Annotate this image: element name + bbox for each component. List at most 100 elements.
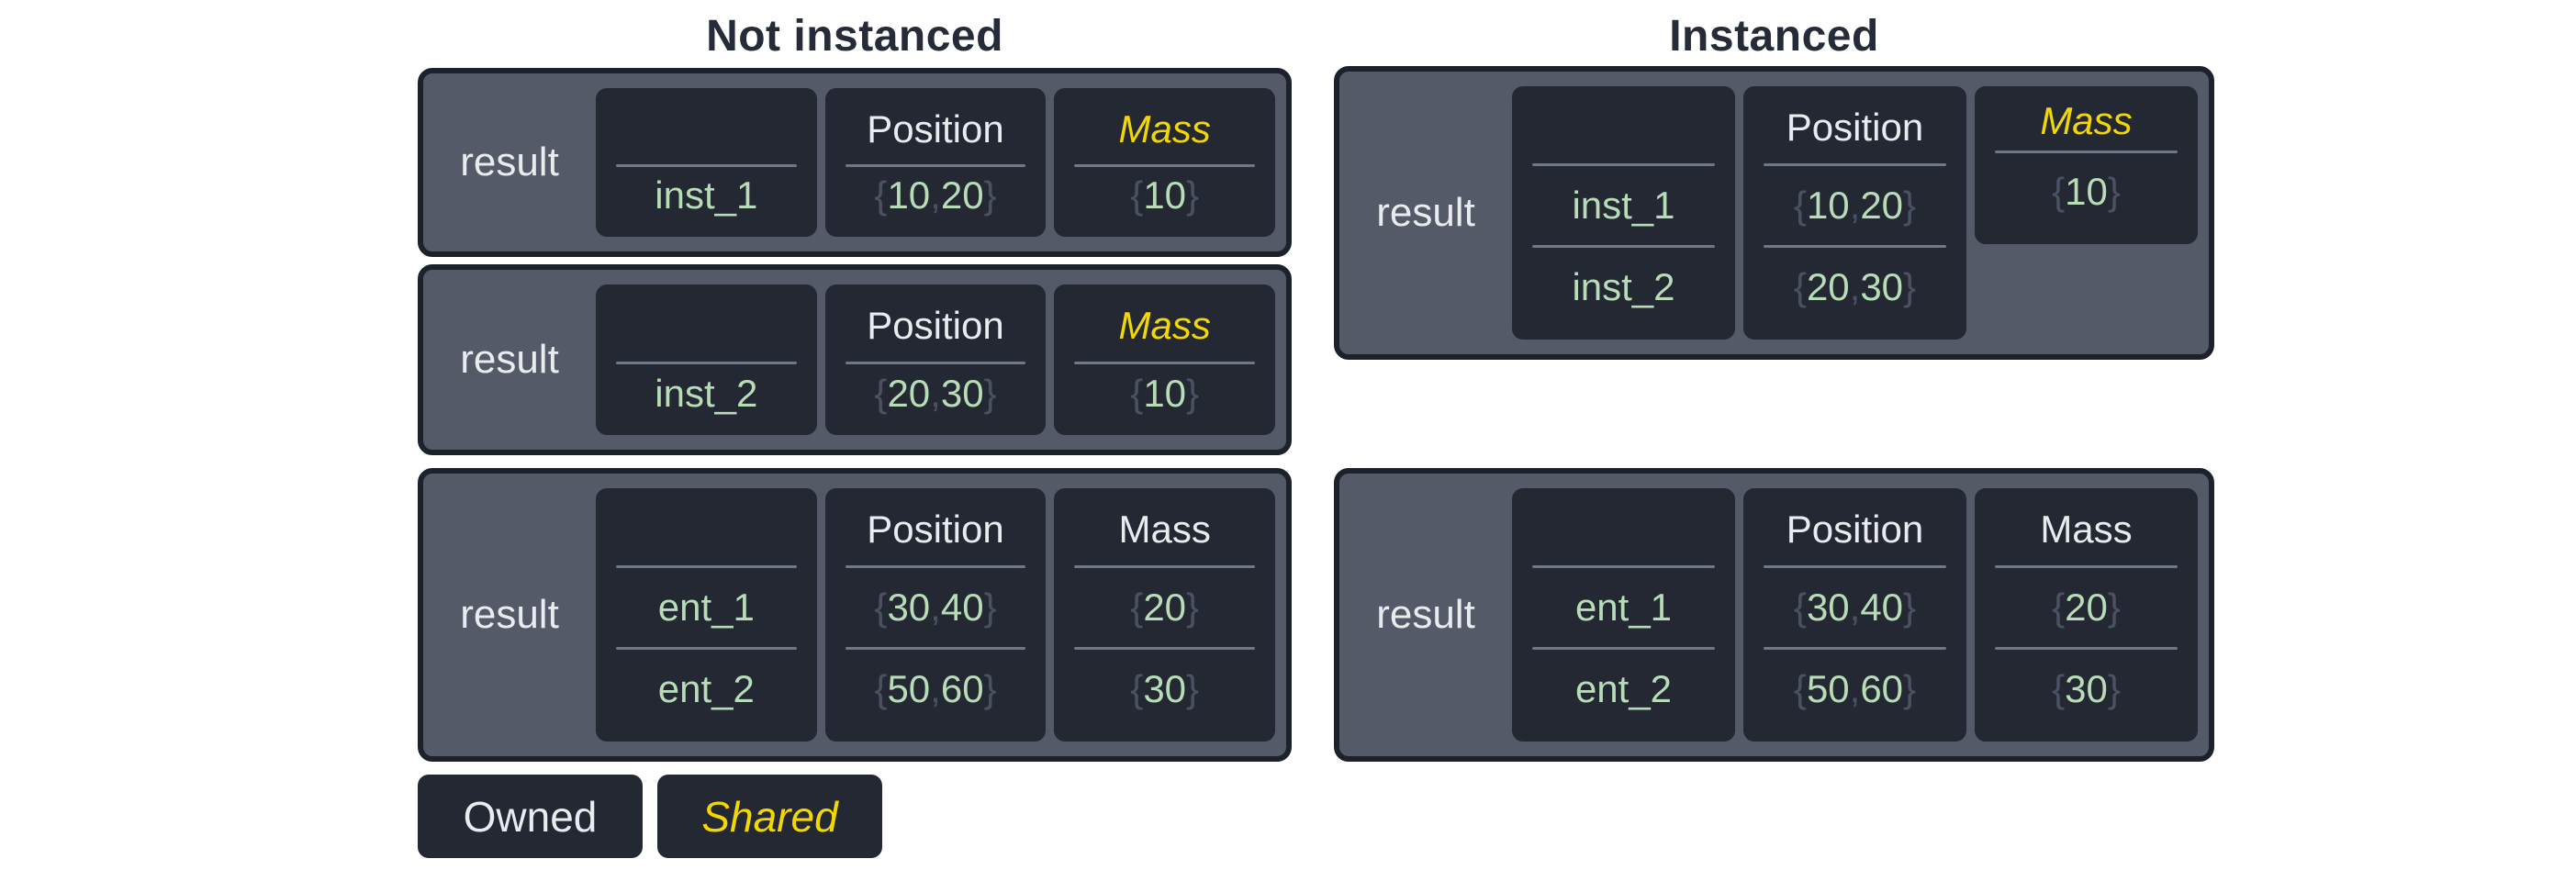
value-text: 40: [1860, 585, 1904, 629]
value-brace: ,: [930, 666, 941, 710]
column-cell-position: Position{20, 30}: [824, 284, 1047, 435]
value-text: 20: [940, 173, 984, 218]
column-cell-mass: Mass {20}{30}: [1975, 488, 2198, 742]
value-text: 60: [1860, 666, 1904, 710]
value-brace: {: [2052, 666, 2066, 710]
row-divider: [1532, 646, 1715, 650]
column-cell-mass: Mass {10}: [1975, 86, 2198, 244]
row-divider: [1764, 244, 1946, 248]
cell-value: {30}: [1995, 650, 2178, 729]
column-cell-position: Position{10, 20}{20, 30}: [1743, 86, 1966, 340]
row-divider: [1764, 646, 1946, 650]
value-text: ent_2: [1574, 666, 1673, 710]
cell-value: {50, 60}: [846, 650, 1026, 729]
value-brace: {: [2052, 170, 2066, 214]
cell-value: ent_2: [616, 650, 797, 729]
cell-value: {30, 40}: [1764, 568, 1946, 647]
column-header-empty: [1532, 92, 1715, 163]
row-divider: [1764, 564, 1946, 568]
row-divider: [1532, 162, 1715, 166]
column-header-mass: Mass: [1118, 106, 1211, 151]
legend-shared-chip: Shared: [657, 775, 882, 858]
value-brace: {: [1793, 585, 1807, 629]
value-brace: }: [2107, 585, 2121, 629]
value-text: 60: [940, 666, 984, 710]
value-brace: {: [1130, 371, 1144, 415]
row-divider: [845, 646, 1026, 650]
value-text: 10: [2065, 170, 2108, 214]
value-brace: }: [983, 371, 997, 415]
column-header-empty: [616, 290, 797, 362]
legend-shared-label: Shared: [701, 792, 838, 841]
value-brace: }: [983, 173, 997, 218]
value-text: ent_1: [657, 585, 755, 629]
value-text: inst_2: [1572, 264, 1675, 308]
row-divider: [616, 164, 797, 168]
value-brace: {: [1130, 666, 1144, 710]
cell-value: ent_1: [616, 568, 797, 647]
column-cell-entity: ent_1 ent_2: [596, 488, 817, 742]
value-brace: ,: [930, 585, 941, 629]
cell-value: {50, 60}: [1764, 650, 1946, 729]
column-header-empty: [616, 94, 797, 164]
cell-value: {10}: [1074, 167, 1255, 224]
cell-value: inst_2: [1532, 248, 1715, 327]
result-label: result: [1376, 592, 1475, 637]
cell-value: {20}: [1995, 568, 2178, 647]
value-brace: }: [1186, 371, 1200, 415]
cell-value: {30}: [1074, 650, 1255, 729]
value-text: 20: [1860, 183, 1904, 227]
column-header-mass: Mass: [2040, 507, 2133, 551]
column-title-not-instanced: Not instanced: [706, 12, 1003, 61]
value-brace: ,: [1849, 264, 1861, 308]
value-brace: {: [1130, 585, 1144, 629]
value-brace: }: [2107, 666, 2121, 710]
legend: Owned Shared: [418, 775, 882, 858]
column-header-mass: Mass: [2040, 98, 2133, 142]
legend-owned-chip: Owned: [418, 775, 643, 858]
cell-value: {20, 30}: [1764, 248, 1946, 327]
value-text: 40: [940, 585, 984, 629]
cell-value: ent_2: [1532, 650, 1715, 729]
value-brace: }: [1186, 173, 1200, 218]
value-brace: }: [1903, 264, 1917, 308]
value-brace: }: [1186, 585, 1200, 629]
row-divider: [1995, 564, 2178, 568]
value-text: inst_2: [655, 371, 758, 415]
row-divider: [1995, 150, 2178, 153]
column-cell-entity: inst_1 inst_2: [1512, 86, 1735, 340]
value-text: inst_1: [655, 173, 758, 218]
value-text: 10: [1143, 173, 1187, 218]
value-brace: }: [1903, 666, 1917, 710]
cell-value: {10, 20}: [846, 167, 1026, 224]
column-cell-entity: inst_2: [596, 284, 817, 435]
column-cell-position: Position{30, 40}{50, 60}: [1743, 488, 1966, 742]
value-brace: }: [1186, 666, 1200, 710]
value-text: inst_1: [1572, 183, 1675, 227]
value-text: 30: [1143, 666, 1187, 710]
value-brace: ,: [1849, 666, 1861, 710]
column-header-empty: [1532, 494, 1715, 565]
cell-value: inst_1: [1532, 166, 1715, 245]
column-header-position: Position: [867, 304, 1004, 348]
value-brace: {: [874, 173, 888, 218]
value-brace: ,: [1849, 585, 1861, 629]
value-text: ent_2: [657, 666, 755, 710]
value-text: 30: [887, 585, 931, 629]
value-text: 30: [1860, 264, 1904, 308]
row-divider: [1074, 646, 1256, 650]
row-divider: [1532, 244, 1715, 248]
value-brace: {: [874, 666, 888, 710]
value-brace: }: [2107, 170, 2121, 214]
value-text: 30: [940, 371, 984, 415]
column-title-instanced: Instanced: [1669, 12, 1879, 61]
value-brace: }: [983, 585, 997, 629]
row-divider: [616, 362, 797, 365]
column-cell-position: Position {30, 40} {50, 60}: [824, 488, 1047, 742]
column-header-position: Position: [867, 507, 1004, 551]
